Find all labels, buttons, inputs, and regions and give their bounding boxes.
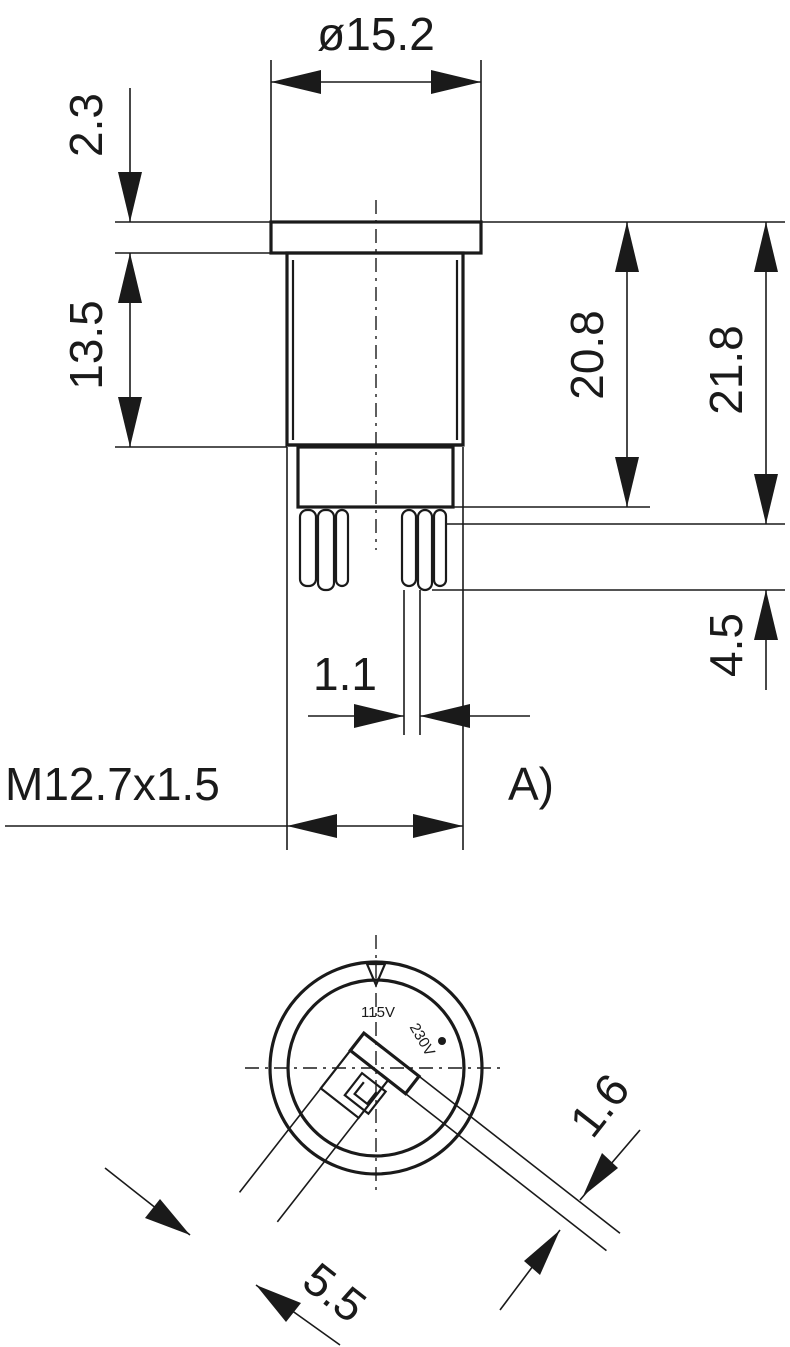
dim-pin-width: 1.1 xyxy=(313,648,377,700)
dim-height-to-base: 20.8 xyxy=(561,310,613,400)
label-115v: 115V xyxy=(361,1004,395,1021)
dim-body-height: 13.5 xyxy=(60,300,112,390)
body-outline xyxy=(285,251,465,447)
dim-diameter: ø15.2 xyxy=(317,8,435,60)
dim-overall-height: 21.8 xyxy=(700,325,752,415)
label-230v: 230V xyxy=(406,1020,438,1059)
position-dot xyxy=(438,1037,446,1045)
pins-right xyxy=(400,508,448,592)
pins-left xyxy=(298,508,350,592)
index-triangle-icon xyxy=(365,962,387,988)
note-a: A) xyxy=(508,758,554,810)
dim-thread: M12.7x1.5 xyxy=(5,758,220,810)
base-outline xyxy=(296,445,455,509)
dim-slot-width: 1.6 xyxy=(559,1064,639,1146)
dim-pin-length: 4.5 xyxy=(700,613,752,677)
switch-symbol-icon xyxy=(343,1071,388,1116)
side-view: ø15.2 2.3 13.5 20.8 21.8 4.5 1.1 xyxy=(5,8,785,850)
dim-cap-height: 2.3 xyxy=(60,93,112,157)
top-view: 115V 230V 1.6 5.5 xyxy=(104,935,641,1346)
